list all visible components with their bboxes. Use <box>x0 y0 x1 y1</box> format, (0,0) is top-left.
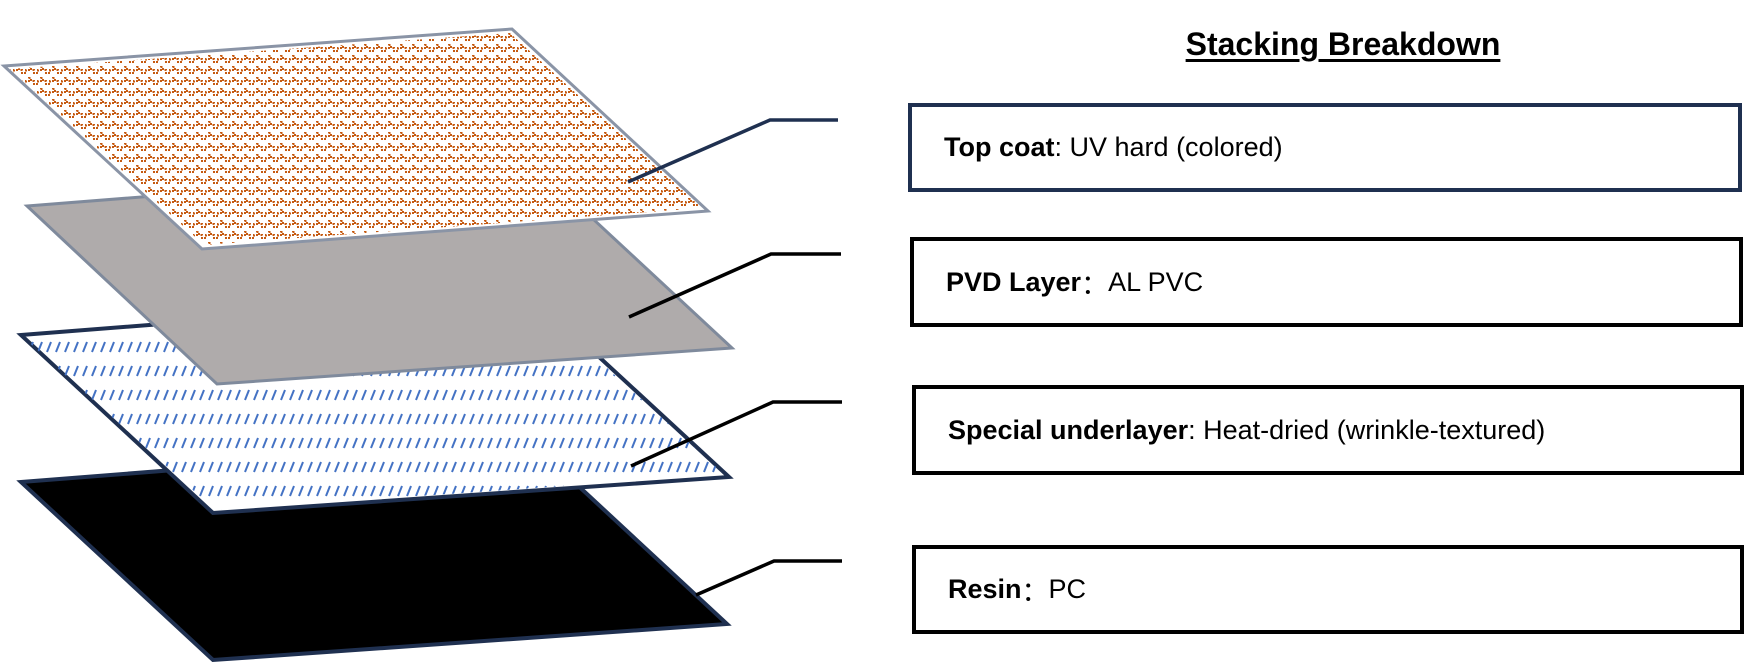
layer-label-pvd: PVD Layer：AL PVC <box>910 237 1743 327</box>
layer-value: UV hard (colored) <box>1069 132 1283 162</box>
layer-label-top-coat: Top coat: UV hard (colored) <box>908 103 1742 192</box>
leader-line-resin <box>695 559 842 597</box>
layer-name: PVD Layer <box>946 266 1082 297</box>
layer-value: Heat-dried (wrinkle-textured) <box>1203 414 1546 445</box>
layer-separator: ： <box>1021 577 1049 607</box>
layer-label-resin: Resin：PC <box>912 545 1744 634</box>
leader-line-pvd <box>628 252 841 319</box>
layer-value: PC <box>1048 574 1087 604</box>
layer-name: Resin <box>948 574 1022 604</box>
leader-line-top-coat <box>627 118 838 184</box>
layer-separator: : <box>1188 414 1204 445</box>
diagram-title: Stacking Breakdown <box>1185 26 1501 62</box>
layer-separator: ： <box>1081 269 1109 300</box>
layer-name: Top coat <box>944 132 1055 162</box>
layer-separator: : <box>1054 132 1070 162</box>
layer-name: Special underlayer <box>948 414 1189 445</box>
layer-label-underlayer: Special underlayer: Heat-dried (wrinkle-… <box>912 385 1744 475</box>
top-coat-pattern <box>10 33 702 245</box>
leader-line-underlayer <box>630 400 842 468</box>
layer-value: AL PVC <box>1108 266 1204 297</box>
